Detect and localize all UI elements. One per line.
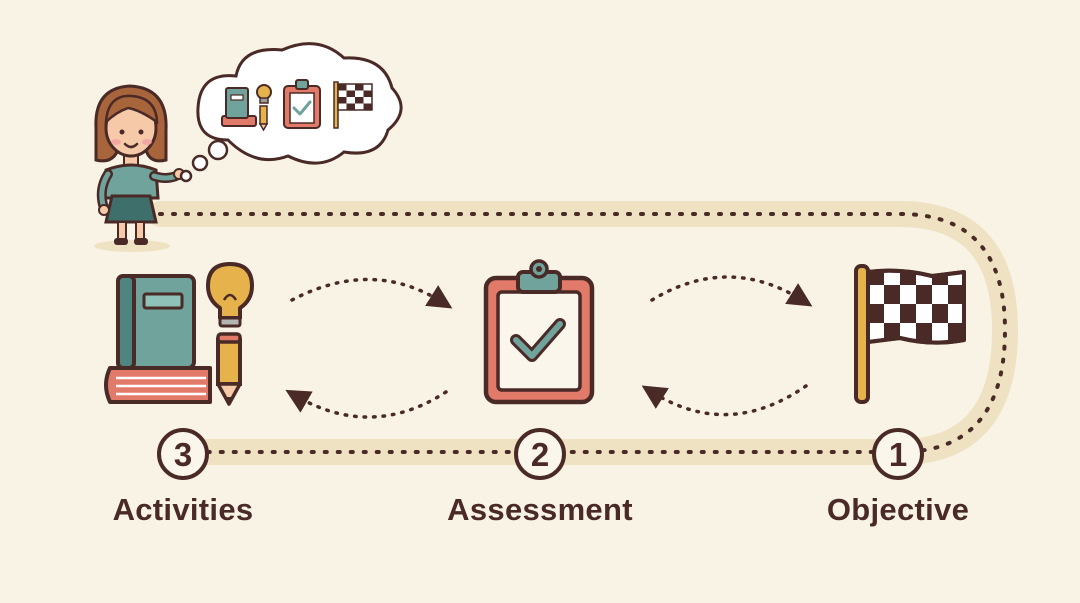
checkered-flag-icon-large — [854, 264, 966, 404]
arrow-assessment-to-activities — [285, 389, 448, 419]
arrow-objective-to-assessment — [641, 384, 808, 417]
step-number-3: 3 — [174, 436, 192, 473]
cycle-arrows — [285, 275, 813, 419]
checkered-flag-icon — [333, 81, 373, 129]
path-track — [147, 201, 1019, 465]
book-icon — [221, 87, 257, 127]
clipboard-icon — [483, 259, 595, 405]
thought-bubble — [179, 42, 403, 183]
step-number-1: 1 — [889, 436, 907, 473]
step-marker-2: 2 — [514, 428, 566, 480]
clipboard-check-icon — [283, 79, 321, 129]
step-number-2: 2 — [531, 436, 549, 473]
step-marker-1: 1 — [872, 428, 924, 480]
step-label-assessment: Assessment — [447, 492, 633, 527]
book-lightbulb-pencil-icon — [104, 262, 254, 406]
pencil-icon — [258, 105, 269, 132]
step-label-objective: Objective — [826, 492, 970, 527]
arrow-activities-to-assessment — [290, 277, 453, 309]
lightbulb-icon — [256, 84, 272, 104]
teacher-figure — [94, 84, 185, 252]
step-label-activities: Activities — [112, 492, 254, 527]
arrow-assessment-to-objective — [650, 275, 813, 307]
step-marker-3: 3 — [157, 428, 209, 480]
